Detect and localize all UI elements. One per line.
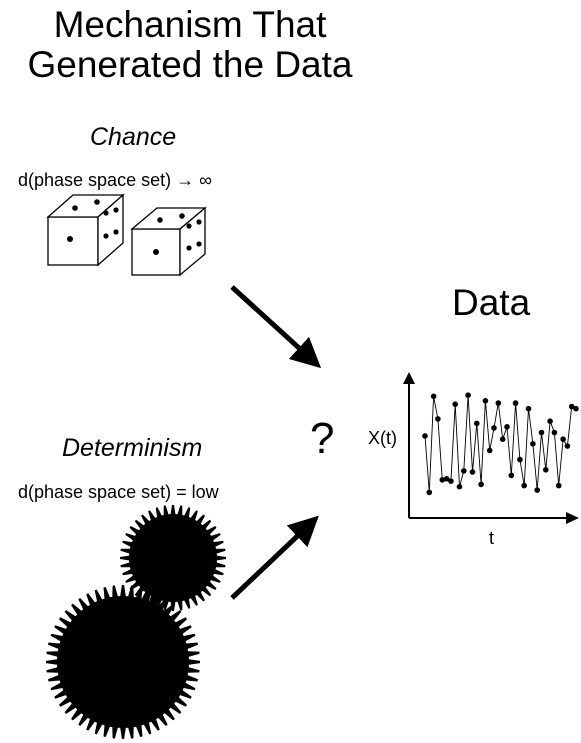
data-point [555, 482, 562, 489]
data-point [452, 401, 459, 408]
gear-small-shape [120, 505, 226, 611]
gear-large-shape [46, 585, 200, 739]
y-axis-arrowhead [403, 372, 415, 384]
data-point [573, 405, 579, 412]
determinism-dimension: d(phase space set) = low [18, 482, 219, 502]
gear-large-icon [46, 585, 200, 739]
data-point [508, 472, 515, 479]
data-point [495, 400, 502, 406]
data-point [534, 487, 540, 493]
x-axis-arrowhead [566, 512, 579, 524]
determinism-label: Determinism [62, 434, 203, 462]
x-axis-label: t [489, 528, 495, 548]
data-point [426, 489, 433, 496]
data-point [525, 405, 532, 412]
chance-label: Chance [90, 123, 177, 151]
data-point [543, 467, 549, 473]
question-mark: ? [310, 414, 335, 463]
data-point [538, 429, 545, 436]
data-point [448, 478, 454, 484]
arrow-from-chance [230, 285, 322, 369]
title-line-2: Generated the Data [27, 44, 353, 85]
data-point [456, 483, 463, 490]
data-point [530, 441, 536, 447]
data-point [469, 469, 476, 475]
data-point [443, 476, 450, 482]
y-axis-label: X(t) [368, 428, 397, 448]
data-point [461, 468, 467, 474]
data-point [439, 477, 446, 483]
arrow-from-determinism [230, 515, 319, 600]
data-point [474, 420, 480, 427]
data-point [482, 398, 489, 404]
data-point [504, 424, 510, 430]
data-point [422, 433, 428, 439]
data-label: Data [452, 282, 531, 323]
data-point [486, 447, 493, 454]
data-point [560, 436, 566, 443]
data-point [435, 416, 441, 422]
data-point [478, 481, 484, 488]
time-series-plot [403, 372, 579, 524]
gear-small-icon [120, 505, 226, 611]
die-1-icon [46, 193, 125, 267]
data-point [568, 403, 575, 410]
data-point [491, 425, 497, 431]
die-2-icon [130, 206, 207, 277]
data-point [512, 400, 519, 406]
chance-dimension: d(phase space set) → ∞ [18, 170, 212, 190]
data-point [465, 392, 471, 399]
data-point [499, 436, 506, 443]
title-line-1: Mechanism That [53, 4, 327, 45]
data-point [564, 443, 571, 449]
data-point [547, 418, 553, 425]
data-point [551, 429, 558, 436]
data-point [430, 393, 437, 400]
data-point [517, 456, 523, 463]
data-point [521, 482, 527, 489]
